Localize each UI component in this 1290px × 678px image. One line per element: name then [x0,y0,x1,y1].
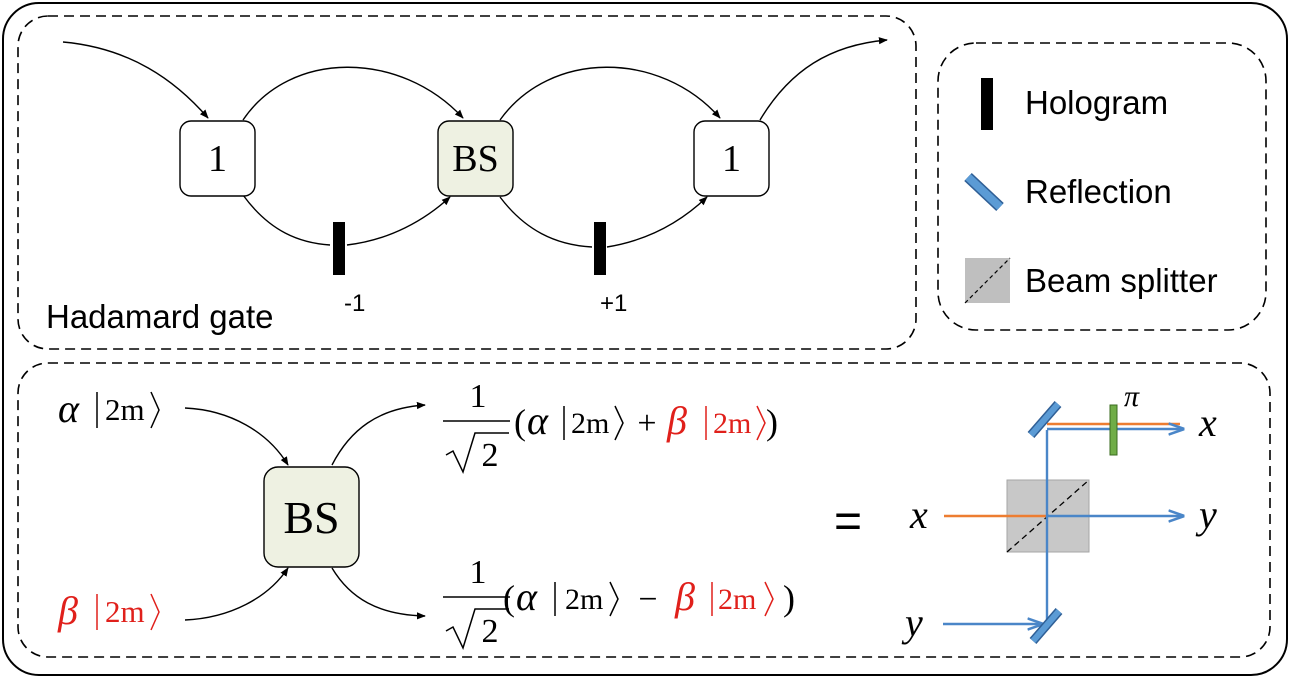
legend-beam-splitter-icon [964,257,1011,304]
hologram-left-label: -1 [344,290,365,317]
node-left-label: 1 [208,138,227,180]
legend-reflection-label: Reflection [1025,173,1172,210]
input-bottom-state: β 2m [57,588,160,633]
bs-box [263,466,360,568]
output-bottom-op: − [638,581,657,618]
legend-panel [937,42,1267,331]
output-top-alpha: α [527,398,549,443]
output-top-rparen: ) [766,402,778,442]
bs-label: BS [283,492,339,543]
output-bottom-frac-den: 2 [482,613,499,650]
output-bottom-ket2: 2m [718,583,756,616]
input-top-coef: α [58,386,80,431]
hadamard-wires [62,37,888,248]
output-top-lparen: ( [514,402,526,442]
node-right-label: 1 [722,138,741,180]
node-right-box [693,120,770,197]
legend-reflection-icon [964,172,1004,212]
output-bottom-alpha: α [516,574,538,619]
input-top-ket: 2m [105,392,145,427]
output-top-frac-den: 2 [482,437,499,474]
legend-beam-splitter-label: Beam splitter [1025,262,1218,299]
output-top-frac-num: 1 [470,378,487,415]
hologram-right-label: +1 [600,290,627,317]
output-top-ket1: 2m [571,407,609,440]
optics-input-x: x [909,492,928,537]
equals-sign: = [834,495,862,548]
output-bottom-rparen: ) [783,578,795,618]
output-bottom-frac-num: 1 [470,554,487,591]
optics-output-x: x [1198,400,1217,445]
node-center-label: BS [452,138,498,180]
output-top-state: 1 2 ( α 2m + β 2m ) [443,378,778,475]
legend-hologram-icon [981,78,993,130]
input-bottom-ket: 2m [105,594,145,629]
hadamard-title: Hadamard gate [46,298,273,335]
hologram-left-icon [333,222,345,275]
output-bottom-beta: β [674,574,695,619]
output-bottom-ket1: 2m [565,583,603,616]
input-top-state: α 2m [58,386,160,431]
bottom-panel [17,362,1271,658]
hadamard-panel [17,15,917,350]
lower-mirror-icon [1029,608,1063,644]
optics-output-y: y [1195,492,1217,537]
optics-input-y: y [901,600,923,645]
optical-setup: π x y x y [901,380,1217,645]
input-bottom-coef: β [57,588,78,633]
phase-label: π [1124,380,1140,413]
node-center-box [437,120,514,197]
output-bottom-lparen: ( [503,578,515,618]
output-top-beta: β [666,398,687,443]
output-top-ket2: 2m [713,407,751,440]
node-left-box [179,120,256,197]
phase-plate-icon [1109,404,1118,456]
legend-hologram-label: Hologram [1025,84,1168,121]
upper-mirror-icon [1027,401,1062,438]
hologram-right-icon [594,222,606,275]
bs-wires [184,401,426,621]
output-top-op: + [637,405,656,442]
output-bottom-state: 1 2 ( α 2m − β 2m ) [443,554,795,651]
